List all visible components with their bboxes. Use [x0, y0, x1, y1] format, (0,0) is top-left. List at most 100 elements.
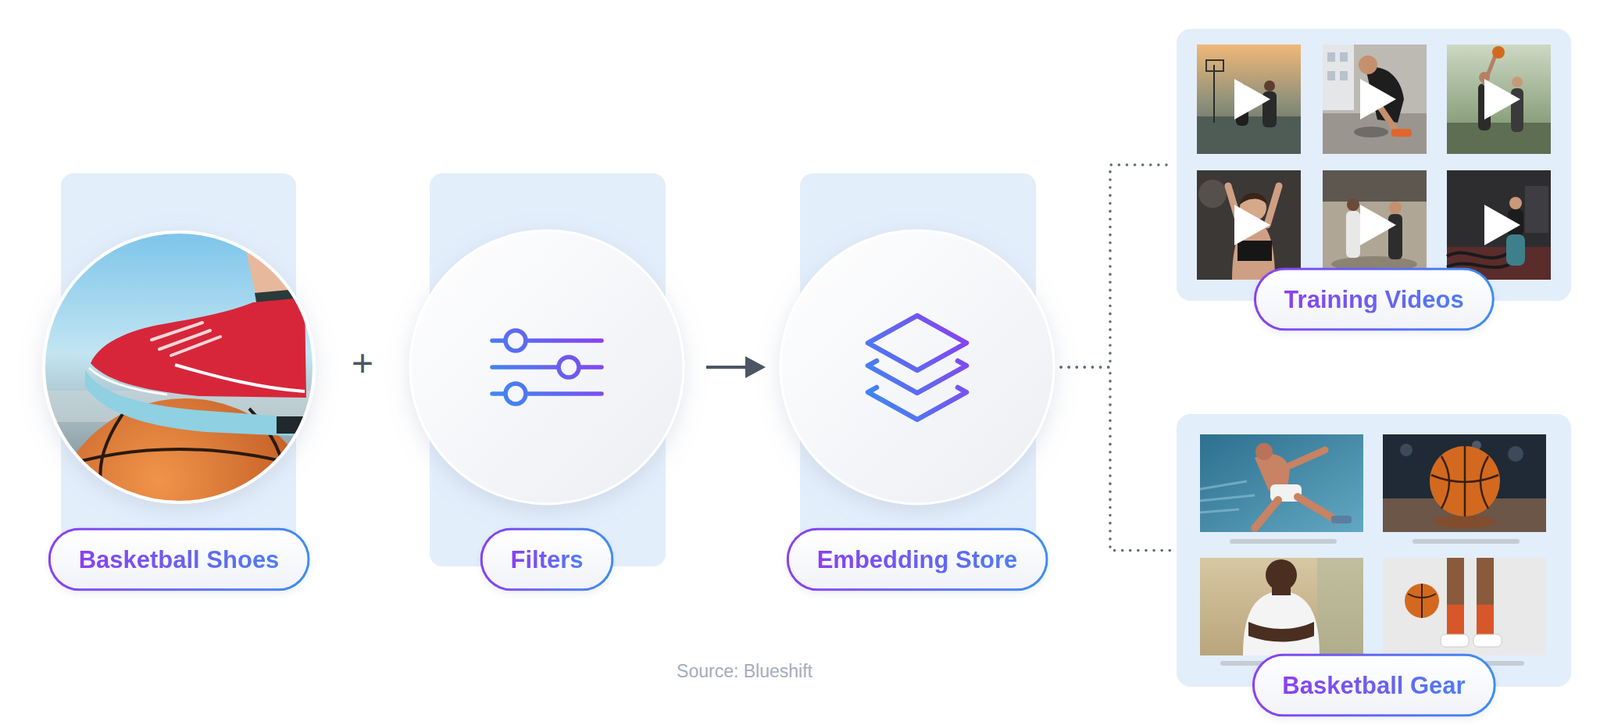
circle-backgrounds-part [780, 230, 1054, 504]
plus-sign: + [351, 341, 374, 385]
filter-circle: Filters [410, 230, 684, 504]
video-thumbnails-part-part [1339, 52, 1348, 62]
video-thumbnails-part-part [1525, 185, 1549, 233]
label-pill: Filters [479, 528, 614, 592]
video-thumbnails-part-part [1196, 170, 1301, 280]
video-thumbnails-part-part [1509, 196, 1522, 210]
circle-backgrounds-part [410, 230, 684, 504]
video-thumbnails-part-part [1446, 252, 1510, 258]
video-thumbnails-part-part [1339, 71, 1348, 81]
gear-images-part-part [1317, 557, 1364, 656]
gear-images-part-part [1407, 583, 1436, 618]
result-panel: Training Videos [1176, 28, 1572, 301]
node-label: Embedding Store [817, 545, 1018, 574]
gear-images-part-part [1248, 621, 1315, 643]
video-thumbnails-part-part [1196, 116, 1301, 154]
source-note: Source: Blueshift [676, 660, 813, 683]
filters-icon-part [558, 357, 579, 378]
gear-images-part-part [1433, 515, 1497, 529]
video-thumbnails-part-part [1327, 71, 1336, 81]
shoe-photo-part [175, 364, 305, 392]
gear-images-part-part [1200, 557, 1364, 656]
filters-icon [492, 330, 602, 404]
gear-images-part-part [1431, 446, 1499, 517]
gear-images-part-part [1200, 481, 1255, 513]
video-thumbnails-part-part [1322, 44, 1427, 154]
video-thumbnails-part-part [1206, 60, 1224, 72]
video-thumbnails-part-part [1388, 214, 1403, 260]
video-thumbnails-part-part [1322, 170, 1427, 202]
input-circle: Basketball Shoes [42, 230, 316, 504]
gear-images-part-part [1476, 557, 1494, 605]
gear-images-part-part [1440, 634, 1469, 647]
video-thumbnails-part [1446, 44, 1551, 154]
layers-icon-part [867, 360, 967, 393]
node-label: Filters [510, 545, 583, 574]
label-pill: Training Videos [1253, 267, 1494, 332]
gear-images-part-part [1412, 539, 1520, 544]
video-thumbnails-part-part [1234, 78, 1271, 120]
gear-images-part-part [1200, 434, 1364, 533]
dotted-connector [1060, 367, 1174, 551]
video-thumbnails-part-part [1389, 201, 1402, 215]
gear-images-part [1220, 539, 1525, 666]
video-thumbnails-part-part [1510, 88, 1524, 133]
background-panels-part [1176, 28, 1572, 301]
gear-images-part-part [1400, 443, 1413, 457]
gear-images-part [1382, 557, 1547, 656]
gear-images-part-part [1254, 496, 1337, 529]
video-thumbnails-part-part [1484, 204, 1521, 246]
video-thumbnails-part-part [1506, 234, 1525, 266]
store-circle: Embedding Store [780, 230, 1054, 504]
gear-images [1200, 434, 1547, 666]
gear-images-part-part [1473, 634, 1502, 647]
gear-images-part [1200, 557, 1364, 656]
video-thumbnails-part-part [1492, 46, 1505, 59]
gear-images-part-part [1404, 583, 1440, 618]
gear-images-part-part [1446, 604, 1465, 636]
video-thumbnails-part-part [1484, 78, 1521, 120]
gear-images-part [1382, 434, 1547, 533]
label-text: Source: Blueshift [676, 660, 813, 682]
shoe-photo [42, 230, 322, 672]
video-thumbnails-part-part [1360, 204, 1397, 246]
shoe-photo-part [151, 322, 221, 356]
video-thumbnails-part-part [1446, 44, 1551, 154]
video-thumbnails-part-part [1446, 262, 1514, 268]
video-thumbnails-part-part [1264, 80, 1275, 92]
gear-images-part-part [1289, 450, 1325, 466]
gear-images-part-part [1255, 442, 1273, 461]
shoe-photo-part [90, 297, 307, 398]
gear-images-part-part [1507, 446, 1524, 462]
shoe-photo-part [48, 398, 322, 672]
photo-border [43, 232, 315, 503]
filters-icon-part [505, 383, 526, 404]
label-pill: Basketball Shoes [48, 528, 311, 592]
label-pill: Embedding Store [786, 528, 1049, 592]
video-thumbnails-part-part [1391, 128, 1412, 137]
video-thumbnails-part-part [1511, 76, 1523, 88]
gear-images-part [1200, 434, 1364, 533]
video-thumbnails-part-part [1213, 64, 1215, 123]
video-thumbnails-part [1322, 44, 1427, 154]
video-thumbnails-part-part [1346, 198, 1360, 211]
video-thumbnails-part-part [1322, 113, 1427, 154]
gear-images-part-part [1242, 590, 1320, 656]
gear-images-part-part [1382, 557, 1547, 656]
node-label: Basketball Shoes [78, 545, 280, 574]
dotted-connector [1060, 164, 1174, 368]
node-label: Training Videos [1283, 285, 1464, 314]
video-thumbnails-part-part [1322, 170, 1427, 280]
gear-images-part-part [1382, 434, 1547, 533]
gear-images-part-part [1229, 539, 1337, 544]
gear-images-part-part [1331, 515, 1352, 524]
gear-images-part-part [1271, 585, 1291, 596]
video-thumbnails-part [1234, 78, 1521, 246]
video-thumbnails-part [1322, 170, 1427, 280]
filters-icon-part [492, 364, 602, 370]
label-pill: Basketball Gear [1251, 653, 1496, 718]
